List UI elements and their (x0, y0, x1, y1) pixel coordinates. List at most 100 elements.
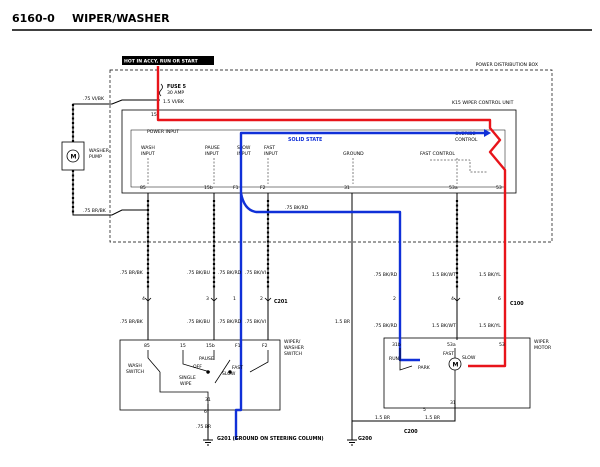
cu-fast-control-lead (430, 159, 488, 173)
pause-input-1: PAUSE (205, 145, 220, 151)
power-distribution-box (109, 69, 553, 243)
motor-pin-53: 53 (499, 342, 505, 348)
wire-lower-6: .75 BK/RD (374, 323, 398, 329)
switch-label-1: WIPER/ (284, 339, 301, 345)
fast-input-2: INPUT (264, 151, 278, 157)
wire-upper-4: .75 BK/VI (245, 270, 266, 276)
switch-pin-15: 15 (180, 343, 186, 349)
switch-internal-contacts (147, 350, 269, 404)
c201-pin-4: 4 (142, 296, 145, 302)
switch-pin-f1: F1 (235, 343, 241, 349)
switch-pos-off: OFF (193, 364, 202, 370)
wire-lower-4: .75 BK/VI (245, 319, 266, 325)
motor-ground-pin-5: 5 (423, 407, 426, 413)
fuse-name: FUSE 5 (167, 84, 186, 90)
switch-pos-slow: SLOW (222, 371, 236, 377)
diagram-title: WIPER/WASHER (72, 12, 170, 25)
cu-pin-15: 15 (151, 112, 157, 118)
motor-pin-31b: 31b (392, 342, 401, 348)
switch-pin-15b: 15b (206, 343, 215, 349)
control-unit-power-input: POWER INPUT (147, 129, 179, 135)
cu-pin-53: 53 (496, 185, 502, 191)
wiper-motor-box (383, 337, 531, 409)
pump-motor-icon (66, 149, 80, 163)
wash-input-1: WASH (141, 145, 155, 151)
c201-pin-3: 3 (206, 296, 209, 302)
washer-pump-label-1: WASHER (89, 148, 110, 154)
fuse-symbol (159, 83, 163, 97)
blue-signal-wires (234, 131, 487, 440)
wire-upper-2: .75 BK/BU (187, 270, 210, 276)
switch-ground-wire: .75 BR (196, 424, 212, 430)
wire-lower-7: 1.5 BK/WT (432, 323, 456, 329)
wash-switch-2: SWITCH (126, 369, 144, 375)
wire-upper-5: .75 BK/RD (374, 272, 398, 278)
wire-lower-5: 1.5 BR (335, 319, 351, 325)
wire-upper-7: 1.5 BK/YL (479, 272, 501, 278)
fast-control-label: FAST CONTROL (420, 151, 455, 157)
pause-input-2: INPUT (205, 151, 219, 157)
control-unit-solid-state: SOLID STATE (288, 137, 322, 143)
red-hot-wires (156, 66, 507, 368)
slow-input-2: INPUT (237, 151, 251, 157)
wire-lower-8: 1.5 BK/YL (479, 323, 501, 329)
wire-upper-1: .75 BR/BK (120, 270, 144, 276)
wiper-control-unit-box (121, 109, 517, 194)
motor-label-2: MOTOR (534, 345, 552, 351)
diagram-code: 6160-0 (12, 12, 55, 25)
wire-upper-3: .75 BK/RD (218, 270, 242, 276)
pump-motor-m: M (71, 154, 77, 161)
wash-input-2: INPUT (141, 151, 155, 157)
motor-pin-31: 31 (450, 400, 456, 406)
black-wire-dashes (71, 104, 459, 290)
wire-lower-1: .75 BR/BK (120, 319, 144, 325)
motor-ground-wire-1: 1.5 BR (375, 415, 391, 421)
ground-label: GROUND (343, 151, 364, 157)
override-arrow (484, 129, 491, 137)
wire-lower-3: .75 BK/RD (218, 319, 242, 325)
hot-banner: HOT IN ACCY, RUN OR START (124, 59, 199, 65)
cu-pin-15b: 15b (204, 185, 213, 191)
switch-pos-pause: PAUSE (199, 356, 214, 362)
motor-ground-wire-2: 1.5 BR (425, 415, 441, 421)
cu-pin-53a: 53a (449, 185, 458, 191)
cu-pin-85: 85 (140, 185, 146, 191)
control-unit-title: K15 WIPER CONTROL UNIT (452, 100, 514, 106)
motor-internal-contacts (399, 348, 456, 404)
switch-label-3: SWITCH (284, 351, 302, 357)
motor-pin-53a: 53a (447, 342, 456, 348)
motor-run: RUN (389, 356, 399, 362)
single-wipe-2: WIPE (180, 381, 192, 387)
switch-pin-85: 85 (144, 343, 150, 349)
switch-pos-fast: FAST (232, 365, 243, 371)
connector-chevrons (144, 297, 461, 302)
fuse-rating: 30 AMP (167, 90, 184, 96)
washer-pump-label-2: PUMP (89, 154, 102, 160)
c200-label: C200 (404, 429, 418, 435)
slow-input-1: SLOW (237, 145, 251, 151)
wire-lower-2: .75 BK/BU (187, 319, 210, 325)
c100-pin-6: 6 (498, 296, 501, 302)
override-label-2: CONTROL (455, 137, 478, 143)
c201-pin-1: 1 (233, 296, 236, 302)
motor-park: PARK (418, 365, 431, 371)
motor-label-1: WIPER (534, 339, 550, 345)
pump-wire-top: .75 VI/BK (83, 96, 105, 102)
c100-pin-4: 4 (451, 296, 454, 302)
g200-label: G200 (358, 436, 373, 442)
fuse-wire-label: 1.5 VI/BK (163, 99, 185, 105)
cu-internal-leads (147, 158, 458, 184)
switch-bottom-pin: 6 (204, 409, 207, 415)
power-distribution-box-label: POWER DISTRIBUTION BOX (476, 62, 538, 68)
g201-label: G201 (GROUND ON STEERING COLUMN) (217, 436, 324, 442)
switch-pin-f2: F2 (262, 343, 268, 349)
hot-banner-box (122, 56, 214, 65)
cu-pin-f1: F1 (233, 185, 239, 191)
wiper-washer-switch-box (119, 339, 281, 411)
c100-label: C100 (510, 301, 524, 307)
c100-pin-2: 2 (393, 296, 396, 302)
motor-fast: FAST (443, 351, 454, 357)
motor-icon-m: M (453, 362, 459, 369)
ground-symbols (203, 439, 357, 446)
